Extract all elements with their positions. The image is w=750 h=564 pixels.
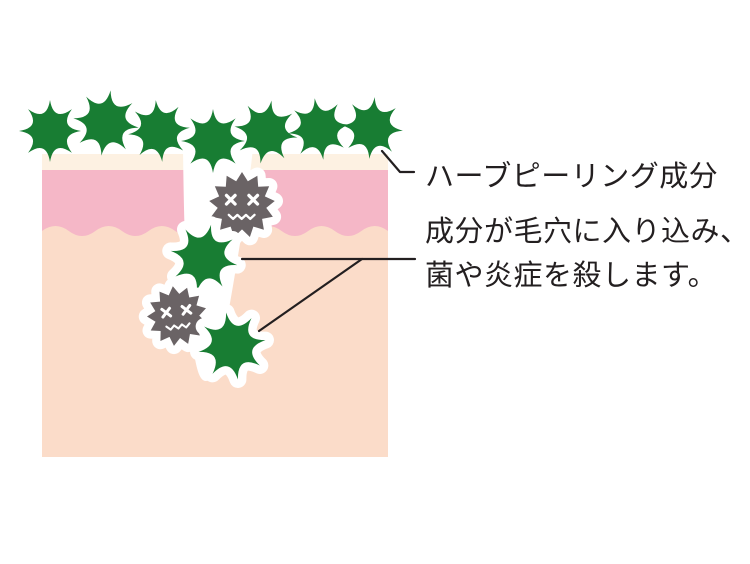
label-action-description: 成分が毛穴に入り込み、 菌や炎症を殺します。 [425, 210, 750, 298]
leader-line-component [380, 149, 416, 174]
dead-germ-2 [143, 282, 210, 349]
herb-component-star-7 [338, 94, 406, 162]
herb-component-star-1 [19, 100, 81, 162]
label-action-line1: 成分が毛穴に入り込み、 [425, 216, 750, 248]
herb-component-in-pore-2 [193, 307, 272, 386]
herb-component-star-4 [181, 109, 245, 173]
label-herb-peeling-component: ハーブピーリング成分 [425, 161, 719, 193]
herb-component-star-2 [68, 85, 144, 161]
leader-line-action-diagonal [257, 257, 364, 333]
label-action-line2: 菌や炎症を殺します。 [425, 260, 718, 292]
herb-component-star-6 [283, 93, 355, 165]
